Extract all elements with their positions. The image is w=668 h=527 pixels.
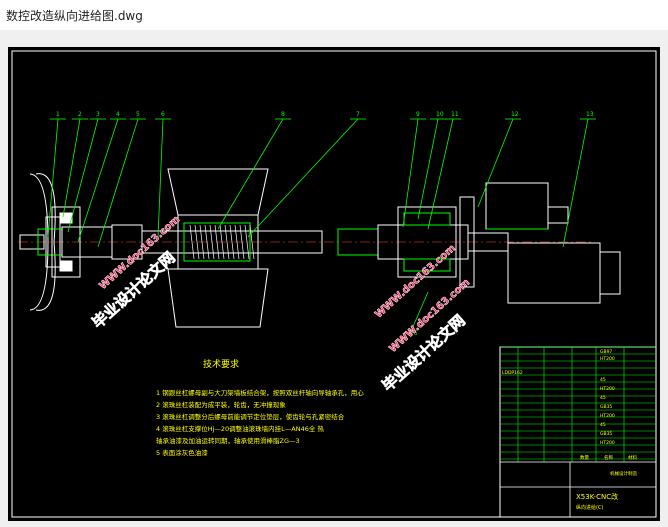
callout-leader [417, 118, 439, 220]
callout-number: 15 [410, 330, 418, 337]
callout-number: 2 [78, 111, 82, 118]
callout-leader [97, 118, 139, 248]
tech-item: 5 表面涂灰色油漆 [156, 448, 208, 457]
table-value: HT200 [600, 440, 615, 446]
callout-leader [411, 291, 429, 330]
callout-leader [67, 118, 99, 233]
callout-number: 8 [281, 111, 285, 118]
callout-leader [47, 118, 59, 238]
callout-number: 13 [586, 111, 594, 118]
callout-leader [217, 118, 284, 230]
drawing-border [11, 50, 657, 518]
window-title: 数控改造纵向进给图.dwg [6, 9, 143, 23]
callout-number: 4 [116, 111, 120, 118]
callout-number: 9 [416, 111, 420, 118]
handwheel [29, 173, 61, 311]
ball-screw-thread [189, 224, 255, 260]
tech-item: 3 滚珠丝杠调整分后螺母前能调节定位垫层，使齿轮与孔紧密结合 [156, 412, 345, 421]
technical-requirements: 技术要求 1 钢跟丝杠螺母副与大刀架墙板结合架，按照双丝杆轴向导轴承孔，用心 2 … [156, 358, 364, 457]
table-value: 45 [600, 377, 606, 383]
tech-item: 4 滚珠丝杠支撑位Hj—20调整油滚珠墙内挂L—AN46全 热 [156, 424, 324, 433]
drawing-name: 纵向进给(C) [576, 504, 603, 511]
callout-leader [77, 118, 119, 243]
left-bearing-housing [51, 206, 81, 278]
table-value: HT200 [600, 413, 615, 419]
table-value: GB35 [600, 431, 612, 437]
callout-number: 3 [96, 111, 100, 118]
stepper-motor [485, 182, 621, 304]
drawing-number: X53K-CNC改 [576, 492, 618, 501]
callout-leader [562, 118, 589, 248]
callout-number: 11 [451, 111, 459, 118]
table-label: HT200 [600, 356, 615, 362]
table-header: 名称 [604, 454, 613, 461]
title-block-frame [499, 346, 657, 518]
callout-leader [402, 118, 419, 228]
table-value: GB35 [600, 404, 612, 410]
table-value: 45 [600, 422, 606, 428]
callout-leader [62, 118, 81, 218]
tech-heading: 技术要求 [203, 358, 239, 370]
callout-number: 7 [356, 111, 360, 118]
callout-leader [477, 118, 514, 208]
window-titlebar: 数控改造纵向进给图.dwg [0, 0, 668, 30]
callout-leader [427, 118, 454, 230]
table-label: GB97 [600, 349, 612, 355]
table-header: 数量 [580, 454, 589, 461]
table-value: HT200 [600, 386, 615, 392]
table-header: 材料 [628, 454, 637, 461]
tech-item: 2 滚珠丝杠装配为成平装，轮齿，无冲撞现象 [156, 400, 286, 409]
nut-housing [167, 168, 269, 328]
tech-item: 1 钢跟丝杠螺母副与大刀架墙板结合架，按照双丝杆轴向导轴承孔，用心 [156, 388, 364, 397]
table-label: LDDP162 [502, 370, 523, 376]
callout-leader [157, 118, 164, 238]
school-name: 机械设计制造 [610, 470, 637, 477]
callout-number: 6 [161, 111, 165, 118]
callout-leader [247, 118, 359, 238]
callout-number: 5 [136, 111, 140, 118]
table-value: 45 [600, 395, 606, 401]
callout-number: 12 [511, 111, 519, 118]
title-block: GB97HT200LDDP16245HT20045GB35HT20045GB35… [499, 346, 657, 518]
callout-number: 10 [436, 111, 444, 118]
callout-number: 1 [56, 111, 60, 118]
tech-item: 轴承油漆及加油运转同期，轴承使用滑棒脂ZG—3 [156, 436, 300, 445]
